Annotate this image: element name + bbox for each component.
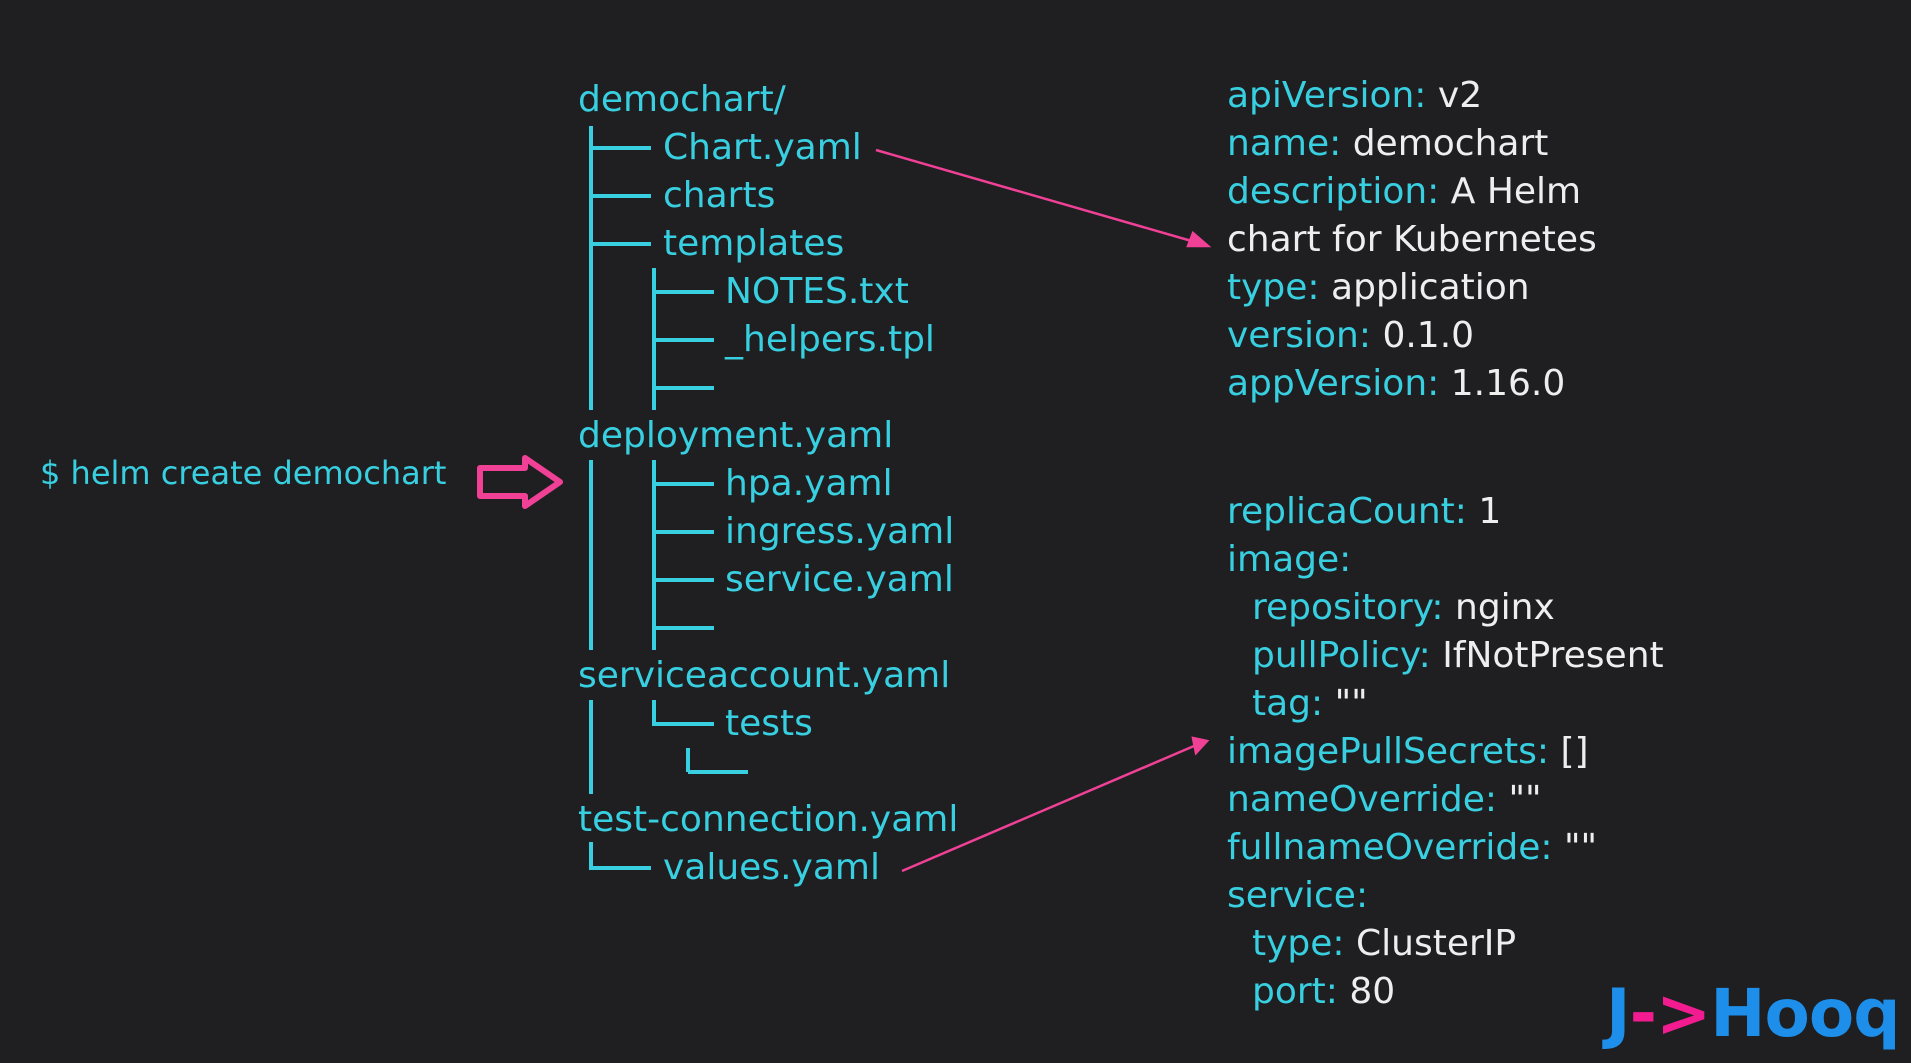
- helm-command: $ helm create demochart: [40, 454, 447, 492]
- tree-item-test-connection: test-connection.yaml: [578, 799, 959, 840]
- yaml-key: name:: [1227, 123, 1342, 164]
- values-yaml-fullnameoverride: fullnameOverride: "": [1227, 824, 1597, 872]
- values-yaml-repository: repository: nginx: [1252, 584, 1555, 632]
- chart-yaml-arrowhead: [1186, 230, 1212, 248]
- chart-yaml-name: name: demochart: [1227, 120, 1548, 168]
- values-yaml-replicacount: replicaCount: 1: [1227, 488, 1501, 536]
- logo-j: J: [1606, 975, 1631, 1052]
- yaml-key: fullnameOverride:: [1227, 827, 1553, 868]
- yaml-value: nginx: [1455, 587, 1555, 628]
- tree-item-tests: tests: [725, 703, 813, 744]
- values-yaml-nameoverride: nameOverride: "": [1227, 776, 1542, 824]
- yaml-key: pullPolicy:: [1252, 635, 1431, 676]
- yaml-key: description:: [1227, 171, 1440, 212]
- logo-arrow: ->: [1629, 975, 1712, 1052]
- yaml-key: type:: [1227, 267, 1320, 308]
- tree-item-service: service.yaml: [725, 559, 954, 600]
- values-yaml-arrow-line: [901, 744, 1195, 873]
- yaml-key: type:: [1252, 923, 1345, 964]
- yaml-value: 1: [1478, 491, 1502, 532]
- tree-item-helpers: _helpers.tpl: [725, 319, 935, 360]
- tree-item-serviceaccount: serviceaccount.yaml: [578, 655, 951, 696]
- tree-item-deployment: deployment.yaml: [578, 415, 894, 456]
- tree-root-label: demochart/: [578, 79, 786, 120]
- yaml-value: ClusterIP: [1356, 923, 1517, 964]
- tree-item-values: values.yaml: [663, 847, 880, 888]
- yaml-key: nameOverride:: [1227, 779, 1497, 820]
- yaml-value: 1.16.0: [1450, 363, 1566, 404]
- values-yaml-image: image:: [1227, 536, 1351, 584]
- chart-yaml-appversion: appVersion: 1.16.0: [1227, 360, 1565, 408]
- chart-yaml-description: description: A Helm: [1227, 168, 1581, 216]
- values-yaml-tag: tag: "": [1252, 680, 1368, 728]
- yaml-value: 80: [1349, 971, 1396, 1012]
- tree-connectors: [589, 126, 748, 870]
- values-yaml-imagepullsecrets: imagePullSecrets: []: [1227, 728, 1589, 776]
- chart-yaml-arrow: [875, 148, 1212, 248]
- tree-item-ingress: ingress.yaml: [725, 511, 955, 552]
- values-yaml-service: service:: [1227, 872, 1368, 920]
- yaml-key: apiVersion:: [1227, 75, 1427, 116]
- values-yaml-service-port: port: 80: [1252, 968, 1395, 1016]
- yaml-value: "": [1563, 827, 1598, 868]
- yaml-key: appVersion:: [1227, 363, 1440, 404]
- yaml-value: IfNotPresent: [1442, 635, 1664, 676]
- values-yaml-service-type: type: ClusterIP: [1252, 920, 1516, 968]
- chart-yaml-apiversion: apiVersion: v2: [1227, 72, 1482, 120]
- tree-item-hpa: hpa.yaml: [725, 463, 893, 504]
- yaml-key: image:: [1227, 539, 1352, 580]
- tree-item-charts: charts: [663, 175, 776, 216]
- yaml-key: imagePullSecrets:: [1227, 731, 1549, 772]
- yaml-key: service:: [1227, 875, 1369, 916]
- chart-yaml-version: version: 0.1.0: [1227, 312, 1474, 360]
- values-yaml-pullpolicy: pullPolicy: IfNotPresent: [1252, 632, 1664, 680]
- yaml-value: []: [1560, 731, 1589, 772]
- yaml-key: tag:: [1252, 683, 1324, 724]
- chart-yaml-arrow-line: [875, 148, 1196, 244]
- yaml-key: version:: [1227, 315, 1371, 356]
- yaml-value: chart for Kubernetes: [1227, 219, 1597, 260]
- chart-yaml-type: type: application: [1227, 264, 1530, 312]
- yaml-value: A Helm: [1450, 171, 1582, 212]
- brand-logo: J->Hooq: [1606, 975, 1900, 1052]
- tree-item-chart-yaml: Chart.yaml: [663, 127, 862, 168]
- tree-item-notes: NOTES.txt: [725, 271, 909, 312]
- values-yaml-arrow: [901, 736, 1210, 873]
- yaml-value: "": [1334, 683, 1368, 724]
- yaml-key: port:: [1252, 971, 1338, 1012]
- values-yaml-arrowhead: [1191, 736, 1210, 756]
- yaml-value: v2: [1437, 75, 1483, 116]
- tree-item-templates: templates: [663, 223, 845, 264]
- logo-hooq: Hooq: [1710, 975, 1900, 1052]
- yaml-value: 0.1.0: [1382, 315, 1475, 356]
- yaml-value: demochart: [1352, 123, 1549, 164]
- yaml-value: "": [1508, 779, 1542, 820]
- chart-yaml-description-cont: chart for Kubernetes: [1227, 216, 1597, 264]
- yaml-key: repository:: [1252, 587, 1444, 628]
- yaml-value: application: [1331, 267, 1530, 308]
- command-arrow-icon: [477, 455, 563, 509]
- yaml-key: replicaCount:: [1227, 491, 1467, 532]
